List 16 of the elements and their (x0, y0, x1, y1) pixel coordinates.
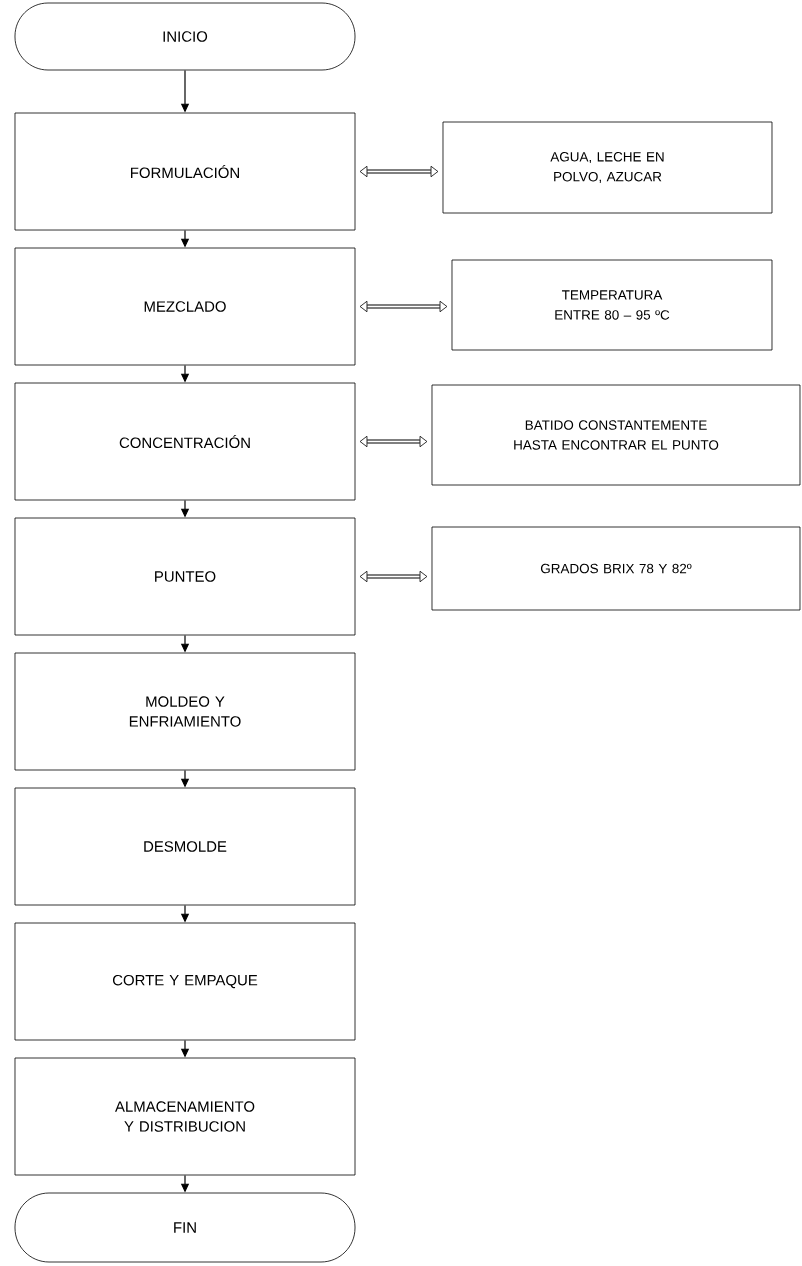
process-box: FORMULACIÓN (14, 112, 356, 231)
note-box: GRADOS BRIX 78 Y 82º (431, 526, 801, 611)
note-box: AGUA, LECHE EN POLVO, AZUCAR (442, 121, 773, 214)
process-box: CONCENTRACIÓN (14, 382, 356, 501)
double-arrow (359, 165, 439, 178)
note-box: TEMPERATURA ENTRE 80 – 95 ºC (451, 259, 773, 351)
process-box: MEZCLADO (14, 247, 356, 366)
process-box: PUNTEO (14, 517, 356, 636)
note-box: BATIDO CONSTANTEMENTE HASTA ENCONTRAR EL PUNTO (431, 384, 801, 486)
double-arrow (359, 570, 428, 583)
double-arrow (359, 300, 448, 313)
process-box: MOLDEO Y ENFRIAMIENTO (14, 652, 356, 771)
process-box: CORTE Y EMPAQUE (14, 922, 356, 1041)
process-box: ALMACENAMIENTO Y DISTRIBUCION (14, 1057, 356, 1176)
double-arrow (359, 435, 428, 448)
process-box: DESMOLDE (14, 787, 356, 906)
